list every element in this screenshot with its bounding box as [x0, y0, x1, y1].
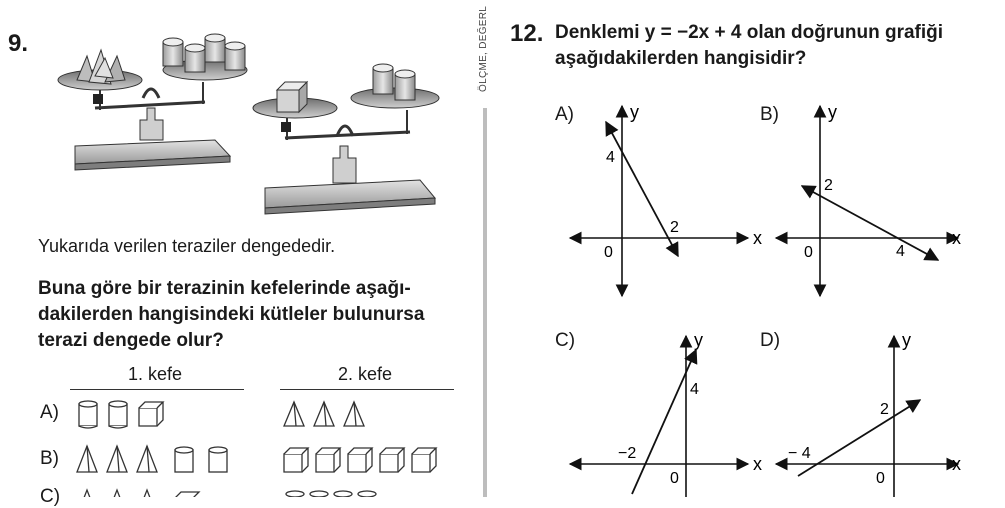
- graph-b-origin: 0: [804, 244, 813, 261]
- graph-d-origin: 0: [876, 470, 885, 487]
- graph-b-line: [800, 185, 940, 261]
- question-9-number: 9.: [8, 30, 29, 57]
- scale-2: [252, 63, 440, 215]
- question-12-line-2: aşağıdakilerden hangisidir?: [555, 48, 807, 69]
- graph-d-x-label: x: [952, 454, 961, 474]
- option-c-kefe-1-shapes: [83, 488, 201, 497]
- option-b-kefe-1-shapes: [76, 444, 228, 473]
- column-rule-1: [70, 389, 244, 390]
- graph-a-label: A): [555, 104, 574, 125]
- graph-b-label: B): [760, 104, 779, 125]
- graph-b-y-intercept: 2: [824, 177, 833, 194]
- graph-c-origin: 0: [670, 470, 679, 487]
- graph-c-x-intercept: −2: [618, 445, 636, 462]
- graph-d: y x 0 2 − 4: [774, 330, 961, 497]
- question-9-line-3: terazi dengede olur?: [38, 330, 224, 351]
- graph-b-y-label: y: [828, 102, 837, 122]
- caption-text: Yukarıda verilen teraziler dengededir.: [38, 236, 336, 256]
- question-9-line-2: dakilerden hangisindeki kütleler bulunur…: [38, 304, 425, 325]
- graph-d-x-intercept: − 4: [788, 445, 811, 462]
- graph-a-origin: 0: [604, 244, 613, 261]
- graph-d-label: D): [760, 330, 781, 351]
- graph-a: y x 0 4 2: [568, 102, 762, 298]
- graph-c-y-label: y: [694, 330, 703, 350]
- question-9-line-1: Buna göre bir terazinin kefelerinde aşağ…: [38, 278, 411, 299]
- graph-a-x-intercept: 2: [670, 219, 679, 236]
- graph-c-y-intercept: 4: [690, 381, 699, 398]
- graph-d-y-intercept: 2: [880, 401, 889, 418]
- graph-c-label: C): [555, 330, 576, 351]
- question-12-line-1: Denklemi y = −2x + 4 olan doğrunun grafi…: [555, 22, 944, 43]
- option-a-kefe-2-shapes: [283, 400, 365, 427]
- graph-d-y-label: y: [902, 330, 911, 350]
- graph-b-x-label: x: [952, 228, 961, 248]
- graph-a-x-label: x: [753, 228, 762, 248]
- balance-scales-illustration: [57, 33, 440, 215]
- column-header-kefe-1: 1. kefe: [127, 364, 183, 384]
- graph-d-line: [797, 399, 922, 477]
- option-a-kefe-1-shapes: [78, 400, 165, 429]
- column-rule-2: [280, 389, 454, 390]
- graph-a-y-intercept: 4: [606, 149, 615, 166]
- scale-1: [57, 33, 248, 171]
- question-12-number: 12.: [510, 20, 544, 47]
- option-b-label: B): [40, 448, 59, 469]
- graph-c-x-label: x: [753, 454, 762, 474]
- column-header-kefe-2: 2. kefe: [337, 364, 393, 384]
- graph-c-line: [631, 348, 698, 495]
- column-divider-bar: [483, 108, 487, 497]
- graph-a-line: [605, 120, 679, 258]
- option-b-kefe-2-shapes: [283, 447, 438, 473]
- graph-a-y-label: y: [630, 102, 639, 122]
- graph-b: y x 0 2 4: [774, 102, 961, 298]
- option-c-label: C): [40, 486, 61, 507]
- option-c-kefe-2-shapes: [285, 490, 377, 497]
- option-a-label: A): [40, 402, 59, 423]
- graph-c: y x 0 4 −2: [568, 330, 762, 497]
- side-vertical-label: ÖLÇME, DEĞERL: [478, 5, 489, 92]
- graph-b-x-intercept: 4: [896, 243, 905, 260]
